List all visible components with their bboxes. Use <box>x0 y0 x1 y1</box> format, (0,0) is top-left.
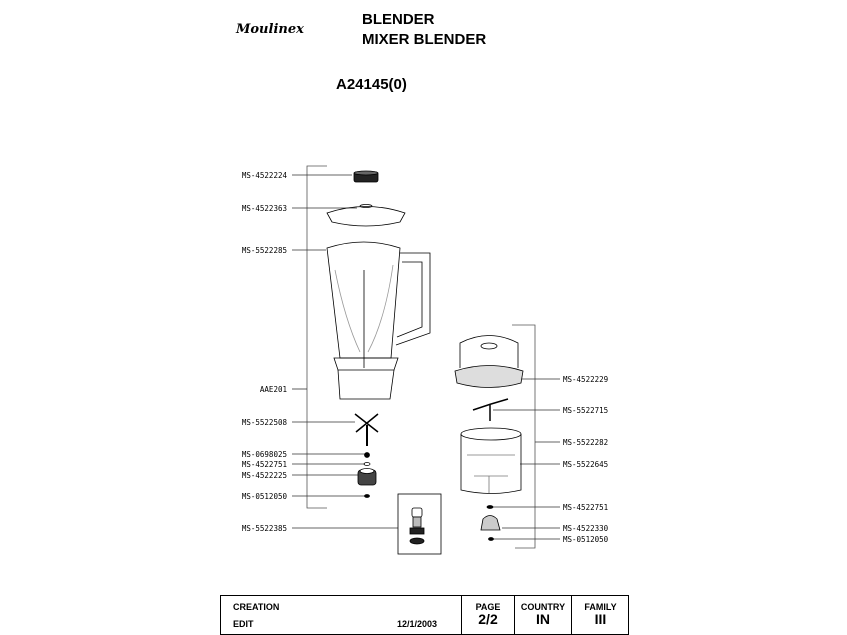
title-line2: MIXER BLENDER <box>362 31 487 48</box>
part-label: AAE201 <box>259 385 287 394</box>
part-label: MS-4522330 <box>563 524 609 533</box>
footer-table: CREATION EDIT 12/1/2003 PAGE 2/2 COUNTRY… <box>220 595 629 635</box>
page-value: 2/2 <box>478 611 498 627</box>
part-label: MS-5522385 <box>241 524 287 533</box>
part-label: MS-0512050 <box>241 492 287 501</box>
country-cell: COUNTRY IN <box>514 596 571 634</box>
family-cell: FAMILY III <box>571 596 629 634</box>
part-label: MS-5522715 <box>563 406 609 415</box>
part-label: MS-5522282 <box>563 438 609 447</box>
part-label: MS-4522751 <box>563 503 609 512</box>
edit-label: EDIT <box>233 619 254 629</box>
model-number: A24145(0) <box>336 76 407 93</box>
family-value: III <box>594 611 607 627</box>
part-label: MS-5522645 <box>563 460 609 469</box>
cap-part <box>353 170 379 183</box>
country-value: IN <box>536 611 550 627</box>
page-label: PAGE <box>475 602 501 612</box>
family-label: FAMILY <box>584 602 617 612</box>
brand-logo: Moulinex <box>236 22 304 37</box>
part-label: MS-0698025 <box>241 450 287 459</box>
blade-part <box>354 413 379 446</box>
shaft-part <box>409 507 425 545</box>
part-label: MS-5522285 <box>241 246 287 255</box>
part-label: MS-4522224 <box>241 171 287 180</box>
part-label: MS-4522229 <box>563 375 609 384</box>
part-label: MS-4522363 <box>241 204 287 213</box>
chopper-blade-part <box>472 398 509 421</box>
creation-label: CREATION <box>233 602 280 612</box>
part-label: MS-5522508 <box>241 418 287 427</box>
chopper-bowl-part <box>460 427 522 494</box>
lid-part <box>326 204 406 227</box>
title-line1: BLENDER <box>362 11 435 28</box>
edit-date: 12/1/2003 <box>397 619 438 629</box>
coupling-part <box>357 468 377 486</box>
part-label: MS-4522225 <box>241 471 287 480</box>
country-label: COUNTRY <box>520 602 566 612</box>
jar-part <box>326 241 431 400</box>
part-label: MS-0512050 <box>563 535 609 544</box>
chopper-cover-part <box>454 335 524 388</box>
page-cell: PAGE 2/2 <box>461 596 514 634</box>
part-label: MS-4522751 <box>241 460 287 469</box>
chopper-coupling-part <box>480 515 501 531</box>
